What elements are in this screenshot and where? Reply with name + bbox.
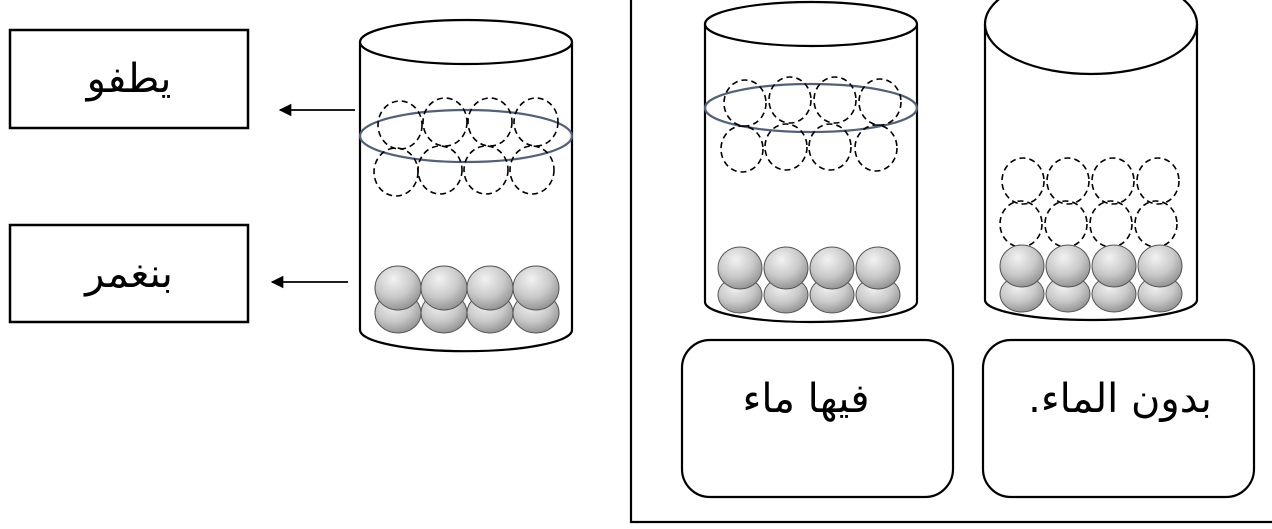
with-water-caption-box: فيها ماء [680,338,955,499]
floating-balls [720,76,902,173]
sunken-balls [999,244,1183,313]
floats-label: يطفو [85,56,172,102]
floating-balls [373,97,559,197]
without-water-caption-box: بدون الماء. [981,338,1256,499]
sunken-balls [374,265,560,334]
without-water-caption: بدون الماء. [1028,376,1212,422]
floats-label-box: يطفو [8,28,250,130]
right-panel-frame [629,0,1272,524]
sinks-label: بنغمر [83,251,173,297]
sinks-label-box: بنغمر [8,223,250,324]
cylinder-with-water [703,0,919,324]
water-surface [703,82,919,134]
cylinder-without-water [983,0,1199,322]
sunken-balls [717,246,901,314]
with-water-caption: فيها ماء [743,376,870,422]
left-cylinder [358,18,574,353]
